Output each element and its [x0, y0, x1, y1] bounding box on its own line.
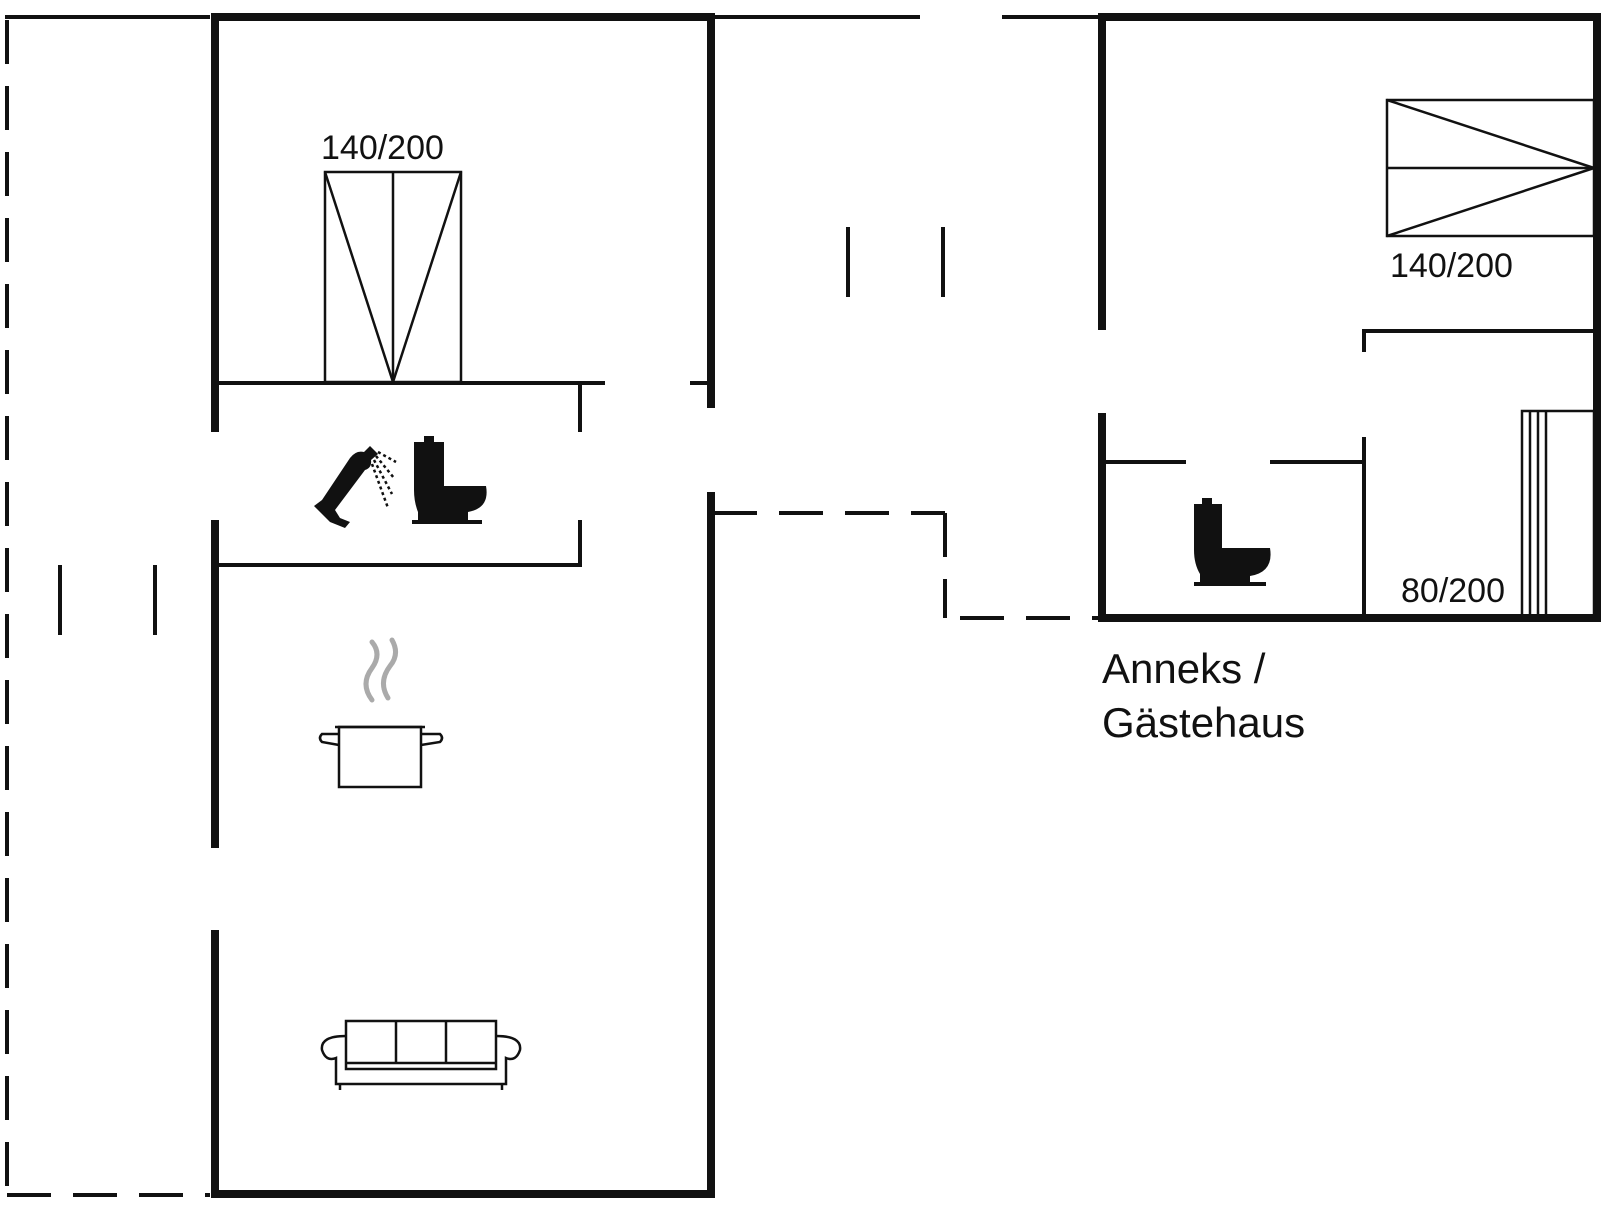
bed-size-label-annex-double: 140/200 — [1390, 247, 1513, 285]
bed-size-label-main: 140/200 — [321, 129, 444, 167]
annex-caption-line1: Anneks / — [1102, 645, 1266, 692]
bed-double-main — [323, 170, 463, 384]
cooking-pot-icon — [318, 637, 444, 789]
sofa-icon — [320, 1019, 522, 1090]
bathroom-partitions — [215, 381, 711, 567]
main-house-walls — [211, 13, 715, 1198]
shower-icon — [314, 446, 397, 528]
middle-door-markers — [846, 227, 945, 297]
toilet-icon — [412, 436, 487, 524]
bed-single-annex — [1520, 409, 1596, 618]
terrace-boundary-middle — [713, 511, 1098, 620]
toilet-icon — [1194, 498, 1271, 586]
terrace-boundary-left — [5, 15, 210, 1197]
terrace-door-markers-left — [58, 565, 157, 635]
bed-size-label-annex-single: 80/200 — [1401, 572, 1505, 610]
annex-partitions — [1102, 329, 1597, 618]
bed-double-annex — [1385, 98, 1596, 238]
annex-walls — [1098, 13, 1601, 622]
annex-caption-line2: Gästehaus — [1102, 699, 1305, 746]
